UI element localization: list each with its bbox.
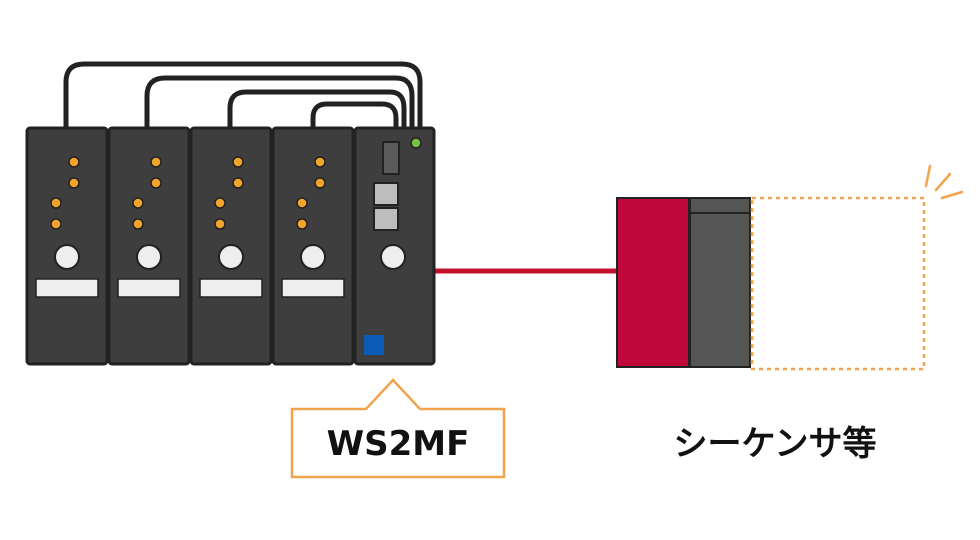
led-icon: [68, 177, 80, 189]
led-icon: [68, 156, 80, 168]
led-icon: [296, 218, 308, 230]
io-module-icon: [107, 126, 191, 366]
led-icon: [232, 156, 244, 168]
led-icon: [214, 197, 226, 209]
sequencer-label: シーケンサ等: [673, 424, 877, 464]
led-icon: [50, 218, 62, 230]
label-plate: [117, 278, 181, 298]
led-icon: [150, 156, 162, 168]
blue-indicator: [364, 335, 384, 355]
knob-icon: [380, 244, 406, 270]
io-module-icon: [189, 126, 273, 366]
led-icon: [314, 156, 326, 168]
knob-icon: [54, 244, 80, 270]
cable-loops: [63, 61, 423, 128]
led-icon: [132, 218, 144, 230]
switch-upper: [373, 182, 399, 206]
sparkle-icon: [924, 164, 964, 200]
label-plate: [35, 278, 99, 298]
status-led-icon: [410, 137, 422, 149]
led-icon: [296, 197, 308, 209]
io-module-icon: [271, 126, 355, 366]
display-window: [382, 141, 400, 175]
io-module-icon: [25, 126, 109, 366]
switch-lower: [373, 207, 399, 231]
ws2mf-callout: [290, 378, 506, 479]
label-plate: [281, 278, 345, 298]
knob-icon: [136, 244, 162, 270]
led-icon: [50, 197, 62, 209]
ws2mf-label: WS2MF: [326, 424, 470, 464]
cable-loop-1: [63, 61, 423, 128]
led-icon: [232, 177, 244, 189]
led-icon: [150, 177, 162, 189]
knob-icon: [218, 244, 244, 270]
label-plate: [199, 278, 263, 298]
led-icon: [132, 197, 144, 209]
knob-icon: [300, 244, 326, 270]
sequencer-icon: [616, 164, 964, 371]
led-icon: [214, 218, 226, 230]
expansion-slot-outline: [750, 196, 926, 371]
cable-loop-2: [144, 75, 415, 128]
cable-loop-4: [310, 101, 399, 128]
led-icon: [314, 177, 326, 189]
cable-loop-3: [227, 89, 407, 128]
ws2mf-unit-icon: [353, 126, 436, 366]
